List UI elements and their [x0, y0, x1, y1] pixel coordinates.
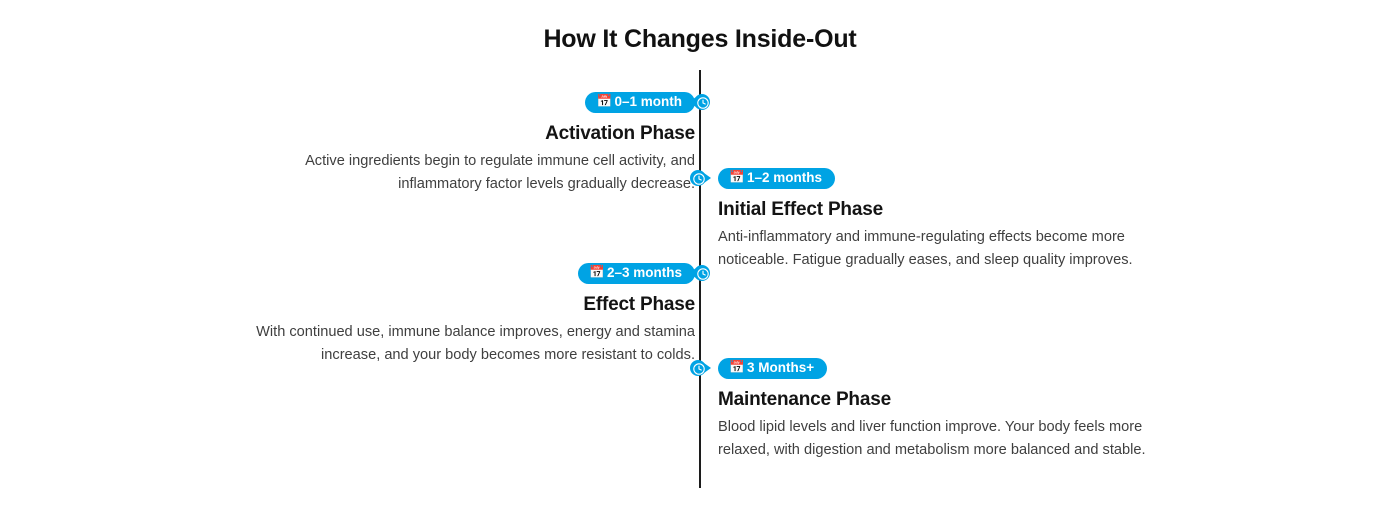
phase-4-badge[interactable]: 📅 3 Months+: [718, 358, 828, 379]
phase-3-badge[interactable]: 📅 2–3 months: [577, 263, 695, 284]
phase-2-badge[interactable]: 📅 1–2 months: [718, 168, 836, 189]
calendar-icon: 📅: [729, 360, 745, 375]
phase-3-marker[interactable]: [689, 263, 711, 283]
calendar-icon: 📅: [596, 94, 613, 109]
phase-2-badge-row: 📅 1–2 months: [718, 168, 1158, 190]
clock-icon: [697, 268, 709, 280]
phase-1-badge[interactable]: 📅 0–1 month: [585, 92, 695, 113]
phase-3-content: 📅 2–3 months Effect Phase With continued…: [255, 263, 695, 367]
phase-4-badge-row: 📅 3 Months+: [718, 358, 1158, 380]
page-title: How It Changes Inside-Out: [543, 25, 857, 53]
phase-1-badge-label: 0–1 month: [614, 94, 682, 109]
phase-2-marker-tail: [704, 173, 711, 183]
phase-1-title: Activation Phase: [545, 123, 695, 144]
phase-2-title: Initial Effect Phase: [718, 199, 883, 220]
phase-1-badge-row: 📅 0–1 month: [255, 92, 695, 114]
phase-2-marker[interactable]: [689, 168, 711, 188]
phase-3-description: With continued use, immune balance impro…: [256, 324, 695, 363]
clock-icon: [693, 173, 705, 185]
phase-3-marker-tail: [689, 268, 696, 278]
phase-4-title: Maintenance Phase: [718, 389, 891, 410]
calendar-icon: 📅: [588, 265, 605, 280]
calendar-icon: 📅: [729, 170, 745, 185]
phase-2-content: 📅 1–2 months Initial Effect Phase Anti-i…: [718, 168, 1158, 272]
phase-1-marker-dot: [694, 94, 710, 110]
phase-4-description: Blood lipid levels and liver function im…: [718, 419, 1146, 458]
phase-2-description: Anti-inflammatory and immune-regulating …: [718, 229, 1133, 268]
phase-1-marker[interactable]: [689, 92, 711, 112]
phase-4-badge-label: 3 Months+: [747, 360, 815, 375]
phase-3-title: Effect Phase: [583, 294, 695, 315]
phase-4-marker-dot: [690, 360, 706, 376]
phase-2-badge-label: 1–2 months: [747, 170, 823, 185]
phase-2-marker-dot: [690, 170, 706, 186]
phase-3-marker-dot: [694, 265, 710, 281]
clock-icon: [697, 97, 709, 109]
phase-4-marker-tail: [704, 363, 711, 373]
phase-4-marker[interactable]: [689, 358, 711, 378]
phase-1-description: Active ingredients begin to regulate imm…: [305, 153, 695, 192]
phase-3-badge-row: 📅 2–3 months: [255, 263, 695, 285]
phase-4-content: 📅 3 Months+ Maintenance Phase Blood lipi…: [718, 358, 1158, 462]
phase-1-marker-tail: [689, 97, 696, 107]
clock-icon: [693, 363, 705, 375]
phase-3-badge-label: 2–3 months: [606, 265, 682, 280]
phase-1-content: 📅 0–1 month Activation Phase Active ingr…: [255, 92, 695, 196]
